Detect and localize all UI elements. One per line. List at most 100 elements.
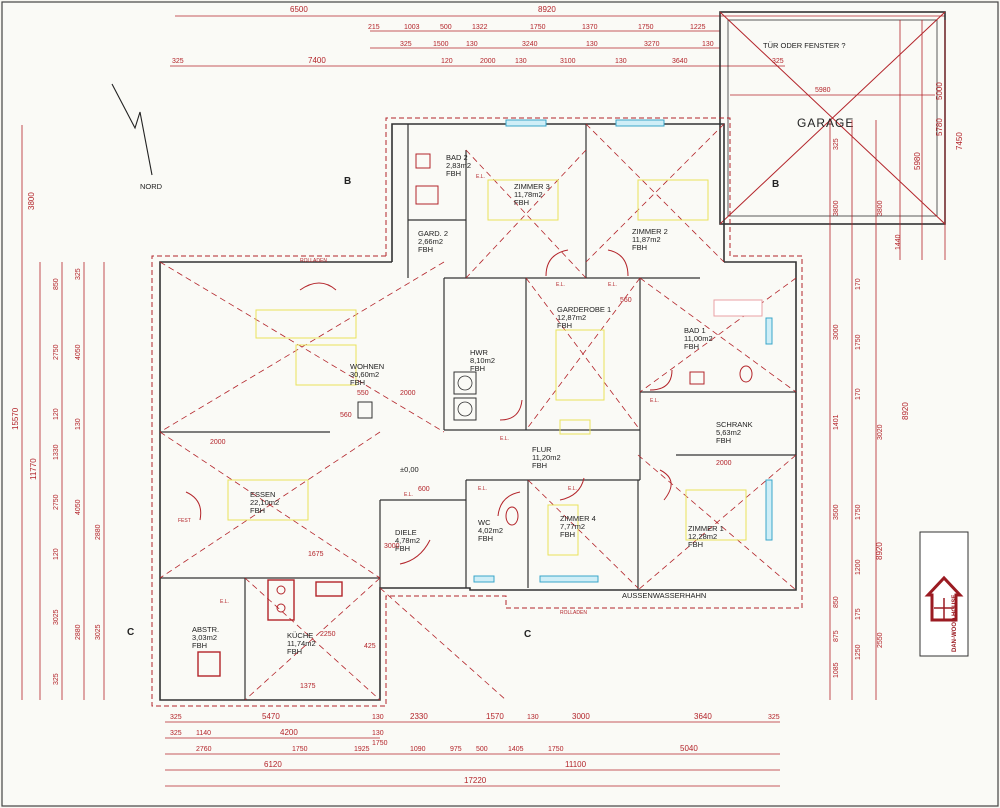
svg-text:3020: 3020	[877, 424, 884, 440]
svg-text:FBH: FBH	[287, 647, 302, 656]
bed-zimmer1	[685, 489, 747, 541]
room-hwr: HWR 8,10m2 FBH	[470, 348, 495, 373]
svg-text:2000: 2000	[400, 390, 416, 397]
svg-text:4050: 4050	[75, 344, 82, 360]
svg-text:4,78m2: 4,78m2	[395, 536, 420, 545]
room-zimmer2: ZIMMER 2 11,87m2 FBH	[632, 227, 668, 252]
door-swings	[185, 249, 673, 565]
svg-text:1750: 1750	[548, 746, 564, 753]
bed-zimmer2	[637, 179, 709, 221]
svg-text:11,78m2: 11,78m2	[514, 190, 543, 199]
svg-text:FLUR: FLUR	[532, 445, 552, 454]
el-label: E.L.	[476, 174, 485, 180]
top-dim: 7400	[308, 56, 326, 65]
right-dimension-chains	[829, 20, 946, 700]
svg-text:FBH: FBH	[418, 245, 433, 254]
el-label: E.L.	[404, 492, 413, 498]
svg-text:7450: 7450	[955, 132, 964, 150]
svg-text:1675: 1675	[308, 551, 324, 558]
section-c-right: C	[524, 629, 531, 640]
svg-text:175: 175	[855, 608, 862, 620]
top-dim: 130	[466, 41, 478, 48]
svg-text:1330: 1330	[53, 444, 60, 460]
svg-text:3000: 3000	[833, 324, 840, 340]
boiler	[197, 651, 221, 677]
svg-text:ABSTR.: ABSTR.	[192, 625, 219, 634]
svg-text:FBH: FBH	[192, 641, 207, 650]
svg-text:SCHRANK: SCHRANK	[716, 420, 753, 429]
svg-text:130: 130	[372, 730, 384, 737]
svg-text:2250: 2250	[320, 631, 336, 638]
top-dim: 215	[368, 24, 380, 31]
svg-text:2880: 2880	[95, 524, 102, 540]
top-dim: 1003	[404, 24, 420, 31]
room-labels: BAD 2 2,83m2 FBH GARD. 2 2,66m2 FBH ZIMM…	[192, 153, 753, 656]
room-zimmer4: ZIMMER 4 7,77m2 FBH	[560, 514, 596, 539]
svg-text:1750: 1750	[372, 740, 388, 747]
outside-tap-label: AUSSENWASSERHAHN	[622, 591, 706, 600]
svg-text:325: 325	[768, 714, 780, 721]
svg-text:1750: 1750	[855, 504, 862, 520]
svg-text:2760: 2760	[196, 746, 212, 753]
svg-text:11,00m2: 11,00m2	[684, 334, 713, 343]
el-label: E.L.	[500, 436, 509, 442]
svg-text:1440: 1440	[895, 234, 902, 250]
shower	[415, 153, 431, 169]
plan-annotations: B C C AUSSENWASSERHAHN ±0,00 ROLLADEN RO…	[127, 174, 732, 690]
svg-text:130: 130	[372, 714, 384, 721]
top-dim: 130	[615, 58, 627, 65]
svg-text:170: 170	[855, 278, 862, 290]
svg-text:875: 875	[833, 630, 840, 642]
svg-text:ZIMMER 3: ZIMMER 3	[514, 182, 550, 191]
svg-text:8920: 8920	[875, 542, 884, 560]
top-dim: 1750	[530, 24, 546, 31]
right-dim-labels: 5980 5780 5000 7450 325 3800 3800 1440 1…	[833, 82, 964, 678]
svg-text:850: 850	[53, 278, 60, 290]
north-arrow: NORD	[111, 83, 163, 191]
svg-text:3000: 3000	[384, 543, 400, 550]
svg-text:FBH: FBH	[684, 342, 699, 351]
svg-text:WC: WC	[478, 518, 491, 527]
svg-text:8,10m2: 8,10m2	[470, 356, 495, 365]
svg-text:325: 325	[833, 138, 840, 150]
svg-text:15570: 15570	[11, 407, 20, 430]
svg-text:2550: 2550	[877, 632, 884, 648]
svg-text:11,74m2: 11,74m2	[287, 639, 316, 648]
svg-text:325: 325	[75, 268, 82, 280]
svg-text:11,20m2: 11,20m2	[532, 453, 561, 462]
stove	[267, 579, 295, 621]
top-dim: 1225	[690, 24, 706, 31]
svg-text:975: 975	[450, 746, 462, 753]
svg-text:1405: 1405	[508, 746, 524, 753]
section-b-right: B	[772, 179, 779, 190]
north-arrow-icon	[111, 83, 153, 176]
fireplace	[357, 401, 373, 419]
svg-text:11770: 11770	[29, 458, 38, 480]
svg-text:11,87m2: 11,87m2	[632, 235, 661, 244]
section-c-left: C	[127, 627, 134, 638]
el-label: E.L.	[568, 486, 577, 492]
top-dim: 2000	[480, 58, 496, 65]
top-dim: 130	[515, 58, 527, 65]
svg-text:2750: 2750	[53, 494, 60, 510]
room-essen: ESSEN 22,10m2 FBH	[250, 490, 279, 515]
svg-text:3,03m2: 3,03m2	[192, 633, 217, 642]
svg-text:5780: 5780	[935, 118, 944, 136]
fixed-glazing-label: FEST	[178, 518, 191, 524]
svg-text:850: 850	[833, 596, 840, 608]
el-label: E.L.	[608, 282, 617, 288]
top-dim: 3100	[560, 58, 576, 65]
svg-text:3000: 3000	[572, 712, 590, 721]
north-label: NORD	[140, 182, 163, 191]
svg-text:17220: 17220	[464, 776, 487, 785]
svg-text:DIELE: DIELE	[395, 528, 417, 537]
svg-text:FBH: FBH	[557, 321, 572, 330]
top-dim: 3640	[672, 58, 688, 65]
dan-wood-logo: DAN-WOOD HOUSE	[919, 531, 969, 657]
el-label: E.L.	[556, 282, 565, 288]
washing-machine	[453, 371, 477, 395]
svg-text:FBH: FBH	[395, 544, 410, 553]
svg-text:120: 120	[53, 548, 60, 560]
svg-text:FBH: FBH	[470, 364, 485, 373]
